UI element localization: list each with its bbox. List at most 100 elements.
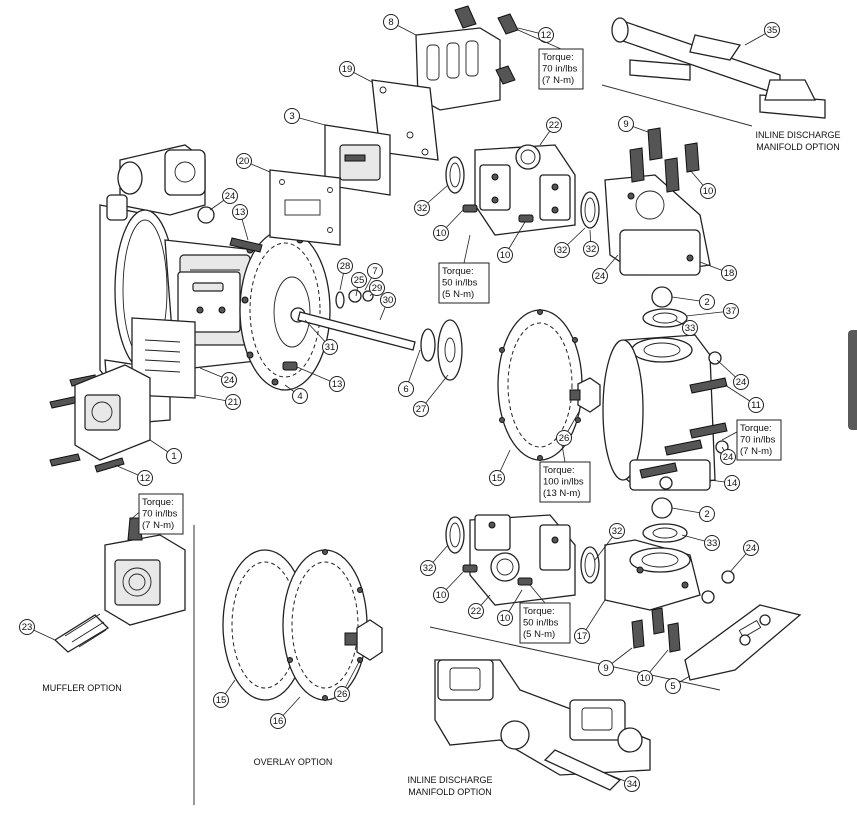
callout-part-3: 3 [284,108,300,124]
callout-number: 5 [670,681,675,692]
callout-circle [137,470,153,486]
callout-part-7: 7 [367,263,383,279]
callout-part-33: 33 [682,320,698,336]
callout-circle [334,686,350,702]
callout-part-19: 19 [339,61,355,77]
callout-number: 15 [216,695,227,706]
callout-number: 31 [325,342,336,353]
callout-circle [489,470,505,486]
callout-number: 25 [354,275,365,286]
callout-part-32: 32 [420,560,436,576]
callout-number: 32 [612,526,623,537]
callout-part-8: 8 [383,14,399,30]
callout-number: 10 [500,250,511,261]
callout-circle [748,397,764,413]
callout-circle [721,265,737,281]
option-label-inline-discharge-bottom-line1: INLINE DISCHARGE [407,775,492,785]
torque-note-box [519,602,571,644]
callout-part-23: 23 [19,619,35,635]
section-divider-top-right [601,84,753,127]
callout-number: 33 [685,323,696,334]
callout-part-15: 15 [489,470,505,486]
callout-number: 26 [559,433,570,444]
callout-circle [764,22,780,38]
torque-note: Torque:70 in/lbs(7 N-m) [538,48,584,90]
callout-number: 15 [492,473,503,484]
callout-number: 19 [342,64,353,75]
callout-circle [322,339,338,355]
callout-circle [723,303,739,319]
callout-part-5: 5 [665,678,681,694]
callout-part-11: 11 [748,397,764,413]
callout-circle [574,628,590,644]
callout-number: 16 [273,716,284,727]
callout-number: 20 [239,156,250,167]
main-pump-assembly [49,144,463,473]
callout-circle [221,372,237,388]
callout-circle [497,610,513,626]
callout-circle [284,108,300,124]
torque-note-box [438,262,490,304]
torque-note-line: (7 N-m) [542,75,574,86]
callout-number: 24 [723,452,734,463]
callout-part-10: 10 [700,183,716,199]
option-label-inline-discharge-bottom-line2: MANIFOLD OPTION [408,787,492,797]
callout-part-1: 1 [166,448,182,464]
callout-part-33: 33 [704,535,720,551]
torque-note-line: (7 N-m) [142,520,174,531]
callout-part-32: 32 [414,200,430,216]
callout-part-15: 15 [213,692,229,708]
callout-circle [637,670,653,686]
torque-note-line: Torque: [523,606,555,617]
callout-circle [337,258,353,274]
part-callouts: 1223456789910101010101011121213131415151… [19,14,780,792]
callout-number: 34 [627,779,638,790]
torque-note-line: (13 N-m) [543,488,580,499]
callout-part-12: 12 [137,470,153,486]
callout-circle [699,506,715,522]
callout-circle [225,394,241,410]
callout-number: 24 [746,543,757,554]
callout-number: 30 [383,295,394,306]
callout-number: 6 [403,384,408,395]
callout-circle [682,320,698,336]
torque-notes: Torque:70 in/lbs(7 N-m)Torque:50 in/lbs(… [129,29,782,644]
callout-number: 10 [500,613,511,624]
callout-circle [497,247,513,263]
torque-note-line: 100 in/lbs [543,477,584,488]
air-valve-stack [269,5,519,246]
callout-number: 24 [225,191,236,202]
callout-part-24: 24 [733,374,749,390]
callout-number: 11 [751,400,761,411]
torque-note-line: Torque: [740,423,772,434]
callout-part-22: 22 [468,603,484,619]
callout-part-26: 26 [334,686,350,702]
callout-number: 21 [228,397,239,408]
callout-number: 12 [140,473,151,484]
callout-circle [413,401,429,417]
callout-part-25: 25 [351,272,367,288]
torque-note-line: 70 in/lbs [542,64,578,75]
torque-note-leader [517,29,562,50]
callout-number: 33 [707,538,718,549]
callout-circle [398,381,414,397]
callout-circle [19,619,35,635]
callout-number: 10 [640,673,651,684]
callout-number: 18 [724,268,735,279]
callout-number: 1 [171,451,176,462]
callout-circle [733,374,749,390]
callout-part-32: 32 [583,241,599,257]
callout-number: 9 [623,119,628,130]
callout-circle [329,376,345,392]
torque-note-line: Torque: [542,52,574,63]
inline-discharge-manifold-bottom [434,659,651,791]
callout-circle [414,200,430,216]
callout-circle [554,242,570,258]
scrollbar-tab[interactable] [848,330,857,430]
outer-chamber-right [604,127,711,276]
torque-note-box [138,493,184,535]
callout-part-32: 32 [609,523,625,539]
callout-number: 37 [726,306,737,317]
callout-part-4: 4 [292,388,308,404]
callout-part-12: 12 [538,27,554,43]
